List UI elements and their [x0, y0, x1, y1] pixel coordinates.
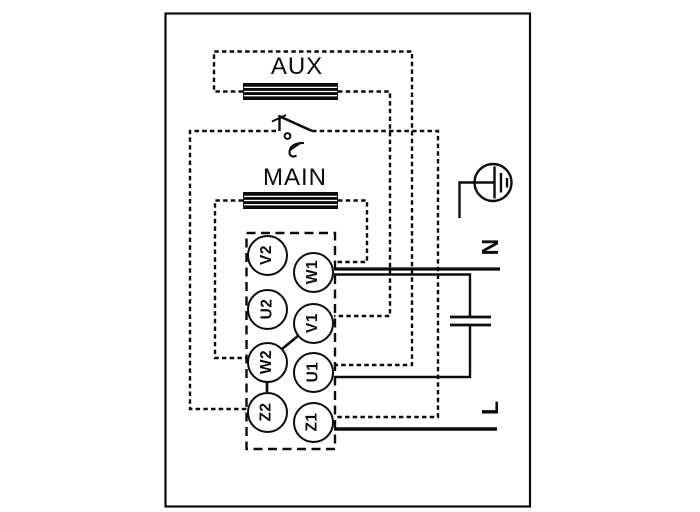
terminal-bridges	[265, 334, 299, 392]
ground-icon	[458, 162, 513, 218]
terminal-v1: V1	[292, 302, 334, 344]
terminal-z1-label: Z1	[304, 412, 321, 432]
terminal-z2: Z2	[246, 391, 288, 433]
wire-main-to-w2	[213, 199, 248, 360]
wire-aux-to-v1	[334, 90, 392, 318]
wire-u1-to-capacitor	[334, 325, 472, 379]
supply-wires	[334, 267, 500, 431]
bridge-w2-v1	[281, 334, 299, 351]
terminal-w2: W2	[246, 341, 288, 383]
thermal-trip-arrow	[288, 141, 305, 158]
terminal-u2: U2	[246, 288, 288, 330]
wire-main-to-w1	[334, 199, 369, 264]
terminal-block-outline	[245, 231, 337, 451]
thermal-switch-symbol	[271, 114, 313, 158]
wire-switch-to-z1	[312, 129, 440, 419]
terminal-z2-label: Z2	[258, 402, 275, 422]
wire-aux-to-u1	[212, 50, 414, 367]
diagram-border	[164, 12, 532, 508]
neutral-label: N	[477, 238, 503, 256]
terminal-v1-label: V1	[304, 313, 321, 333]
terminal-u1: U1	[292, 351, 334, 393]
aux-winding-coil	[243, 83, 338, 100]
terminal-u2-label: U2	[257, 298, 275, 320]
terminal-w1-label: W1	[304, 259, 321, 285]
main-winding-coil	[243, 192, 338, 209]
terminal-v2-label: V2	[258, 245, 275, 265]
wire-w1-to-capacitor	[334, 273, 472, 317]
terminal-z1: Z1	[292, 401, 334, 443]
ground-lead	[458, 181, 475, 218]
terminal-w2-label: W2	[258, 349, 275, 375]
terminal-w1: W1	[292, 251, 334, 293]
terminal-u1-label: U1	[303, 361, 321, 383]
internal-wires	[188, 50, 440, 419]
aux-winding-label: AUX	[270, 53, 324, 80]
line-label: L	[477, 400, 503, 416]
terminal-v2: V2	[246, 234, 288, 276]
wire-switch-to-z2	[188, 129, 276, 411]
main-winding-label: MAIN	[263, 164, 327, 191]
